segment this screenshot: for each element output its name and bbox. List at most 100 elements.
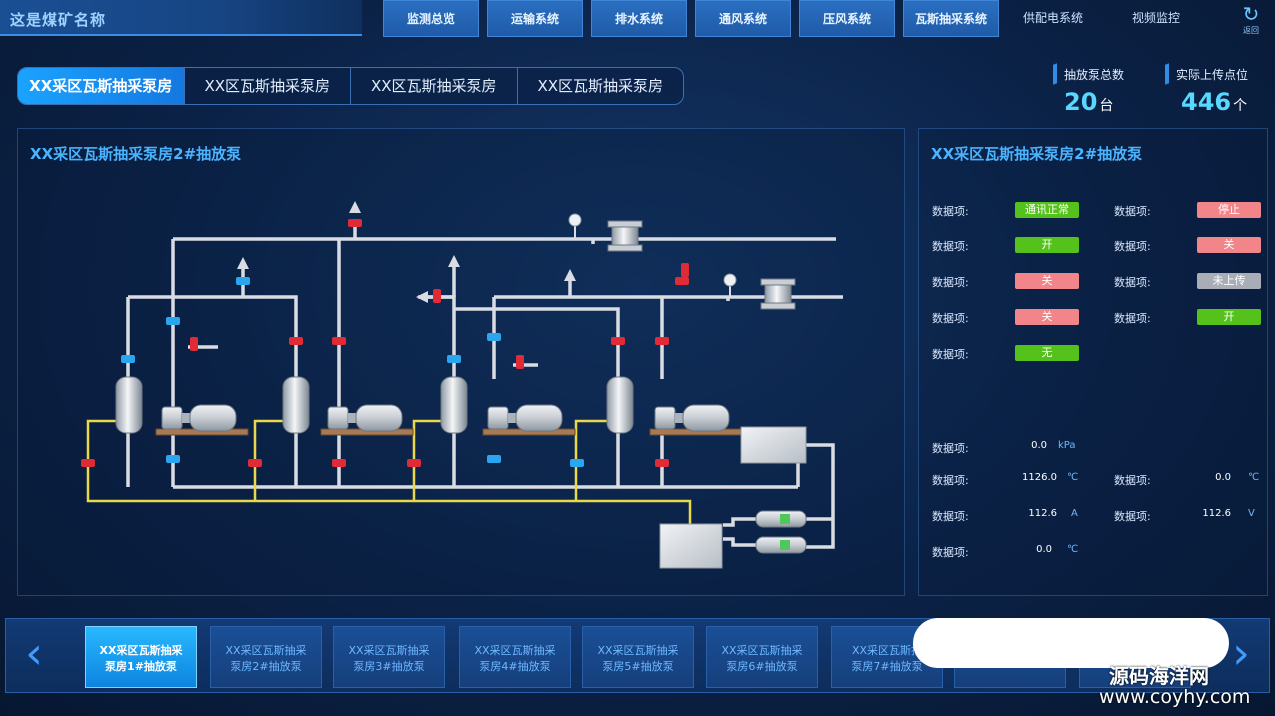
stat-accent-bar [1053,63,1057,85]
tab-pump-room-3[interactable]: XX区瓦斯抽采泵房 [350,68,517,104]
status-item-label: 数据项: [932,348,969,361]
status-badge: 停止 [1197,202,1261,218]
value-unit: V [1248,508,1255,519]
status-item-label: 数据项: [932,240,969,253]
status-item: 数据项: 无 [932,345,1092,362]
tab-pump-room-2[interactable]: XX区瓦斯抽采泵房 [183,68,351,104]
process-diagram-panel: XX采区瓦斯抽采泵房2#抽放泵 [17,128,905,596]
value-item: 数据项: 1126.0 ℃ [932,472,1102,488]
nav-ventilation-system[interactable]: 通风系统 [695,0,791,37]
value-item-label: 数据项: [932,474,969,487]
status-item-label: 数据项: [1114,276,1151,289]
pump-card[interactable]: XX采区瓦斯抽采 泵房1#抽放泵 [85,626,197,688]
cable-line [86,419,692,529]
chevron-left-icon: ‹ [25,628,43,679]
flame-arrestor [607,220,796,310]
status-item-label: 数据项: [1114,240,1151,253]
status-badge: 开 [1015,237,1079,253]
value-item-label: 数据项: [1114,474,1151,487]
stat-accent-bar [1165,63,1169,85]
status-item-label: 数据项: [932,276,969,289]
tab-pump-room-4[interactable]: XX区瓦斯抽采泵房 [516,68,684,104]
status-item: 数据项: 开 [1114,309,1274,326]
refresh-icon: ↻ [1242,2,1260,26]
value-item-label: 数据项: [932,546,969,559]
pump-process-diagram [81,201,843,569]
status-badge: 无 [1015,345,1079,361]
value-item-label: 数据项: [1114,510,1151,523]
return-button[interactable]: ↻ 返回 [1236,3,1266,39]
carousel-next-button[interactable]: › [1213,619,1269,692]
circulation-pump [755,510,807,554]
pump-card-line1: XX采区瓦斯抽采 [597,644,679,657]
value-unit: A [1071,508,1078,519]
value-item-label: 数据项: [932,442,969,455]
value-number: 112.6 [1028,508,1057,519]
pump-card[interactable]: XX采区瓦斯抽采 泵房3#抽放泵 [333,626,445,688]
nav-drainage-system[interactable]: 排水系统 [591,0,687,37]
pump-card[interactable]: XX采区瓦斯抽采 泵房5#抽放泵 [582,626,694,688]
value-unit: kPa [1058,440,1076,451]
pump-card-line2: 泵房1#抽放泵 [105,660,177,673]
tab-pump-room-1[interactable]: XX采区瓦斯抽采泵房 [18,68,184,104]
pump-data-panel: XX采区瓦斯抽采泵房2#抽放泵 数据项: 通讯正常 数据项: 停止 数据项: 开… [918,128,1268,596]
flow-arrow [237,201,576,303]
top-bar: 这是煤矿名称 监测总览 运输系统 排水系统 通风系统 压风系统 瓦斯抽采系统 供… [0,0,1275,40]
pump-card-line2: 泵房7#抽放泵 [851,660,923,673]
status-badge: 开 [1197,309,1261,325]
pump-card-line1: XX采区瓦斯抽采 [348,644,430,657]
watermark-url: www.coyhy.com [1099,686,1251,708]
status-item: 数据项: 关 [1114,237,1274,254]
nav-compressed-air-system[interactable]: 压风系统 [799,0,895,37]
value-unit: ℃ [1067,544,1079,555]
pump-card-line1: XX采区瓦斯抽采 [474,644,556,657]
valve-open [121,277,584,467]
status-item-label: 数据项: [932,205,969,218]
nav-transport-system[interactable]: 运输系统 [487,0,583,37]
gas-pipeline [126,219,843,549]
data-panel-title: XX采区瓦斯抽采泵房2#抽放泵 [931,145,1143,163]
status-item: 数据项: 停止 [1114,202,1274,219]
status-badge: 关 [1015,309,1079,325]
valve-closed [81,219,689,467]
status-badge: 通讯正常 [1015,202,1079,218]
stat-label: 实际上传点位 [1176,68,1249,82]
pump-card[interactable]: XX采区瓦斯抽采 泵房6#抽放泵 [706,626,818,688]
status-item-label: 数据项: [932,312,969,325]
redaction-blot [913,618,1229,668]
stat-label: 抽放泵总数 [1064,68,1125,82]
chevron-right-icon: › [1232,628,1250,679]
value-number: 112.6 [1202,508,1231,519]
nav-monitor-overview[interactable]: 监测总览 [383,0,479,37]
status-item: 数据项: 关 [932,309,1092,326]
value-number: 1126.0 [1022,472,1057,483]
pump-card-line2: 泵房2#抽放泵 [230,660,302,673]
pressure-gauge [568,213,737,297]
value-item: 数据项: 112.6 V [1114,508,1274,524]
return-label: 返回 [1243,26,1259,35]
pump-card[interactable]: XX采区瓦斯抽采 泵房2#抽放泵 [210,626,322,688]
pump-card-line1: XX采区瓦斯抽 [851,644,923,657]
status-item: 数据项: 通讯正常 [932,202,1092,219]
pump-card-line2: 泵房3#抽放泵 [353,660,425,673]
watermark-text: 源码海洋网 [1109,664,1209,688]
nav-gas-drainage-system[interactable]: 瓦斯抽采系统 [903,0,999,37]
value-number: 0.0 [1031,440,1047,451]
status-badge: 未上传 [1197,273,1261,289]
value-item-label: 数据项: [932,510,969,523]
nav-power-supply[interactable]: 供配电系统 [1022,11,1083,25]
status-item-label: 数据项: [1114,205,1151,218]
pump-card[interactable]: XX采区瓦斯抽采 泵房4#抽放泵 [459,626,571,688]
value-number: 0.0 [1215,472,1231,483]
value-unit: ℃ [1067,472,1079,483]
carousel-prev-button[interactable]: ‹ [6,619,62,692]
status-item-label: 数据项: [1114,312,1151,325]
pump-card-line1: XX采区瓦斯抽采 [225,644,307,657]
value-item: 数据项: 112.6 A [932,508,1102,524]
pump-card-line2: 泵房5#抽放泵 [602,660,674,673]
nav-video-monitor[interactable]: 视频监控 [1131,11,1180,25]
status-badge: 关 [1015,273,1079,289]
pump-card-line1: XX采区瓦斯抽采 [99,644,183,657]
